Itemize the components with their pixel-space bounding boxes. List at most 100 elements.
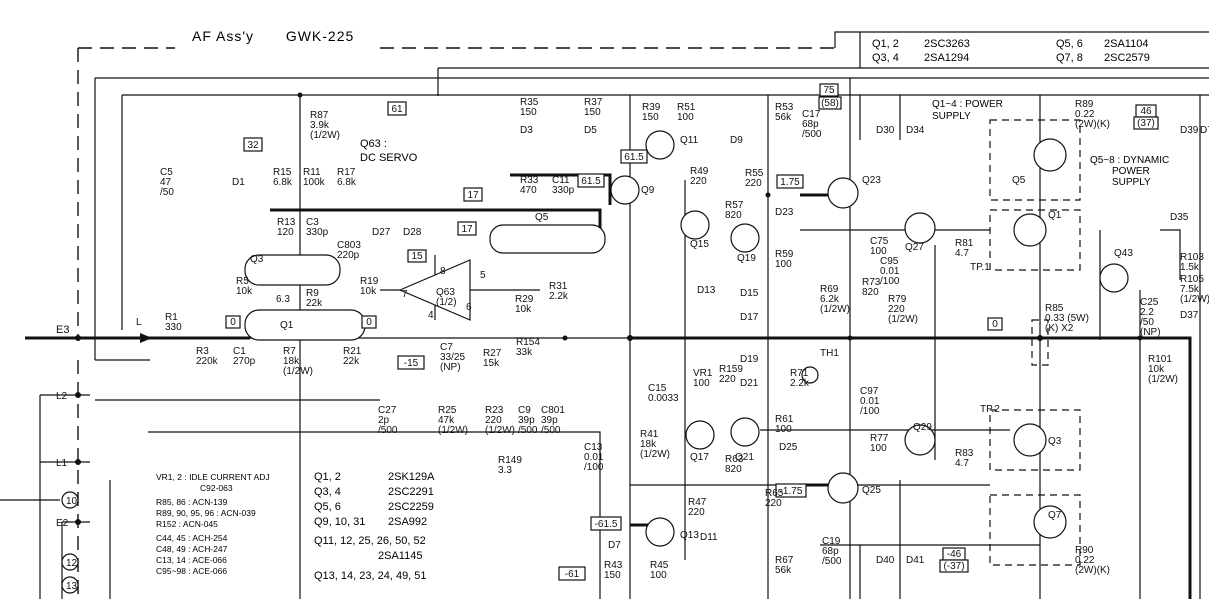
- header-q: Q7, 8: [1056, 52, 1083, 64]
- q19-symbol: [730, 223, 760, 253]
- component-label-line: 56k: [775, 112, 792, 123]
- component-label-line: 47: [160, 177, 172, 188]
- component-label-line: 10k: [515, 304, 532, 315]
- component-label-line: (1/2): [436, 297, 457, 308]
- component-label-d35: D35: [1170, 212, 1189, 223]
- component-label-d37: D37: [1180, 310, 1199, 321]
- component-label-q5: Q5: [535, 212, 549, 223]
- component-label-q15: Q15: [690, 239, 709, 250]
- component-label-q7p: Q7: [1048, 510, 1062, 521]
- component-label-line: R55: [745, 168, 764, 179]
- component-label-d3: D3: [520, 125, 533, 136]
- component-label-d25: D25: [779, 442, 798, 453]
- header-table-border: [834, 31, 1209, 48]
- boxed-ref-bm61: -61: [565, 569, 580, 580]
- component-label-q19: Q19: [737, 253, 756, 264]
- component-label-line: 39p: [518, 415, 535, 426]
- component-label-line: (NP): [440, 362, 461, 373]
- component-label-line: (1/2W): [820, 304, 850, 315]
- component-label-line: C27: [378, 405, 397, 416]
- q1-power-symbol: [1013, 213, 1047, 247]
- boxed-ref-b615b: 61.5: [581, 176, 601, 187]
- note-row: 2SA1145: [314, 549, 434, 564]
- boxed-ref-frame-bm37: [939, 559, 969, 573]
- component-label-line: Q29: [913, 422, 932, 433]
- connector-label-n12: 12: [66, 558, 78, 569]
- header-title-left: AF Ass'y: [192, 28, 255, 44]
- component-label-line: Q43: [1114, 248, 1133, 259]
- component-label-line: 220: [688, 507, 705, 518]
- boxed-ref-frame-b175a: [776, 174, 804, 189]
- q3-power-symbol: [1013, 423, 1047, 457]
- driver-thick-links: [800, 193, 840, 487]
- component-label-line: R1: [165, 312, 178, 323]
- component-label-line: (1/2W): [438, 425, 468, 436]
- boxed-ref-frame-b32: [243, 137, 263, 152]
- component-label-d1: D1: [232, 177, 245, 188]
- component-label-d41: D41: [906, 555, 925, 566]
- boxed-ref-b17b: 17: [461, 224, 473, 235]
- component-label-line: (1/2W): [310, 130, 340, 141]
- component-label-line: R87: [310, 110, 329, 121]
- component-label-line: 22k: [343, 356, 360, 367]
- boxed-ref-frame-b75: [819, 83, 839, 97]
- component-label-line: (2W)(K): [1075, 119, 1110, 130]
- component-label-line: 0.01: [880, 266, 900, 277]
- component-label-line: (1/2W): [640, 449, 670, 460]
- component-label-line: D3: [520, 125, 533, 136]
- boxed-ref-b0a: 0: [230, 317, 236, 328]
- component-label-line: R159: [719, 364, 743, 375]
- component-label-pin5: 5: [480, 270, 486, 281]
- boxed-ref-b0c: 0: [992, 319, 998, 330]
- component-label-line: D40: [876, 555, 895, 566]
- component-label-line: D5: [584, 125, 597, 136]
- component-label-d11: D11: [700, 532, 718, 543]
- boxed-ref-b46: 46: [1140, 106, 1152, 117]
- component-label-line: Q27: [905, 242, 924, 253]
- component-label-line: TH1: [820, 348, 839, 359]
- junction-l1: [75, 459, 81, 465]
- component-label-line: 10k: [236, 286, 253, 297]
- component-label-line: Q13: [680, 530, 699, 541]
- component-label-line: C803: [337, 240, 361, 251]
- component-label-line: (NP): [1140, 327, 1161, 338]
- component-label-line: 6: [466, 302, 472, 313]
- section-line: SUPPLY: [1112, 177, 1151, 188]
- q9-symbol: [610, 175, 640, 205]
- boxed-ref-frame-b0a: [225, 315, 241, 329]
- q3-dual: [244, 254, 341, 286]
- component-label-d34: D34: [906, 125, 925, 136]
- component-label-line: D9: [730, 135, 743, 146]
- component-label-line: R31: [549, 281, 568, 292]
- q13-symbol: [645, 517, 675, 547]
- boxed-ref-bm37: (-37): [943, 561, 964, 572]
- component-label-d13: D13: [697, 285, 716, 296]
- component-label-line: R3: [196, 346, 209, 357]
- component-label-line: 820: [725, 464, 742, 475]
- component-label-line: (2W)(K): [1075, 565, 1110, 576]
- component-label-line: 120: [277, 227, 294, 238]
- component-label-line: 150: [604, 570, 621, 581]
